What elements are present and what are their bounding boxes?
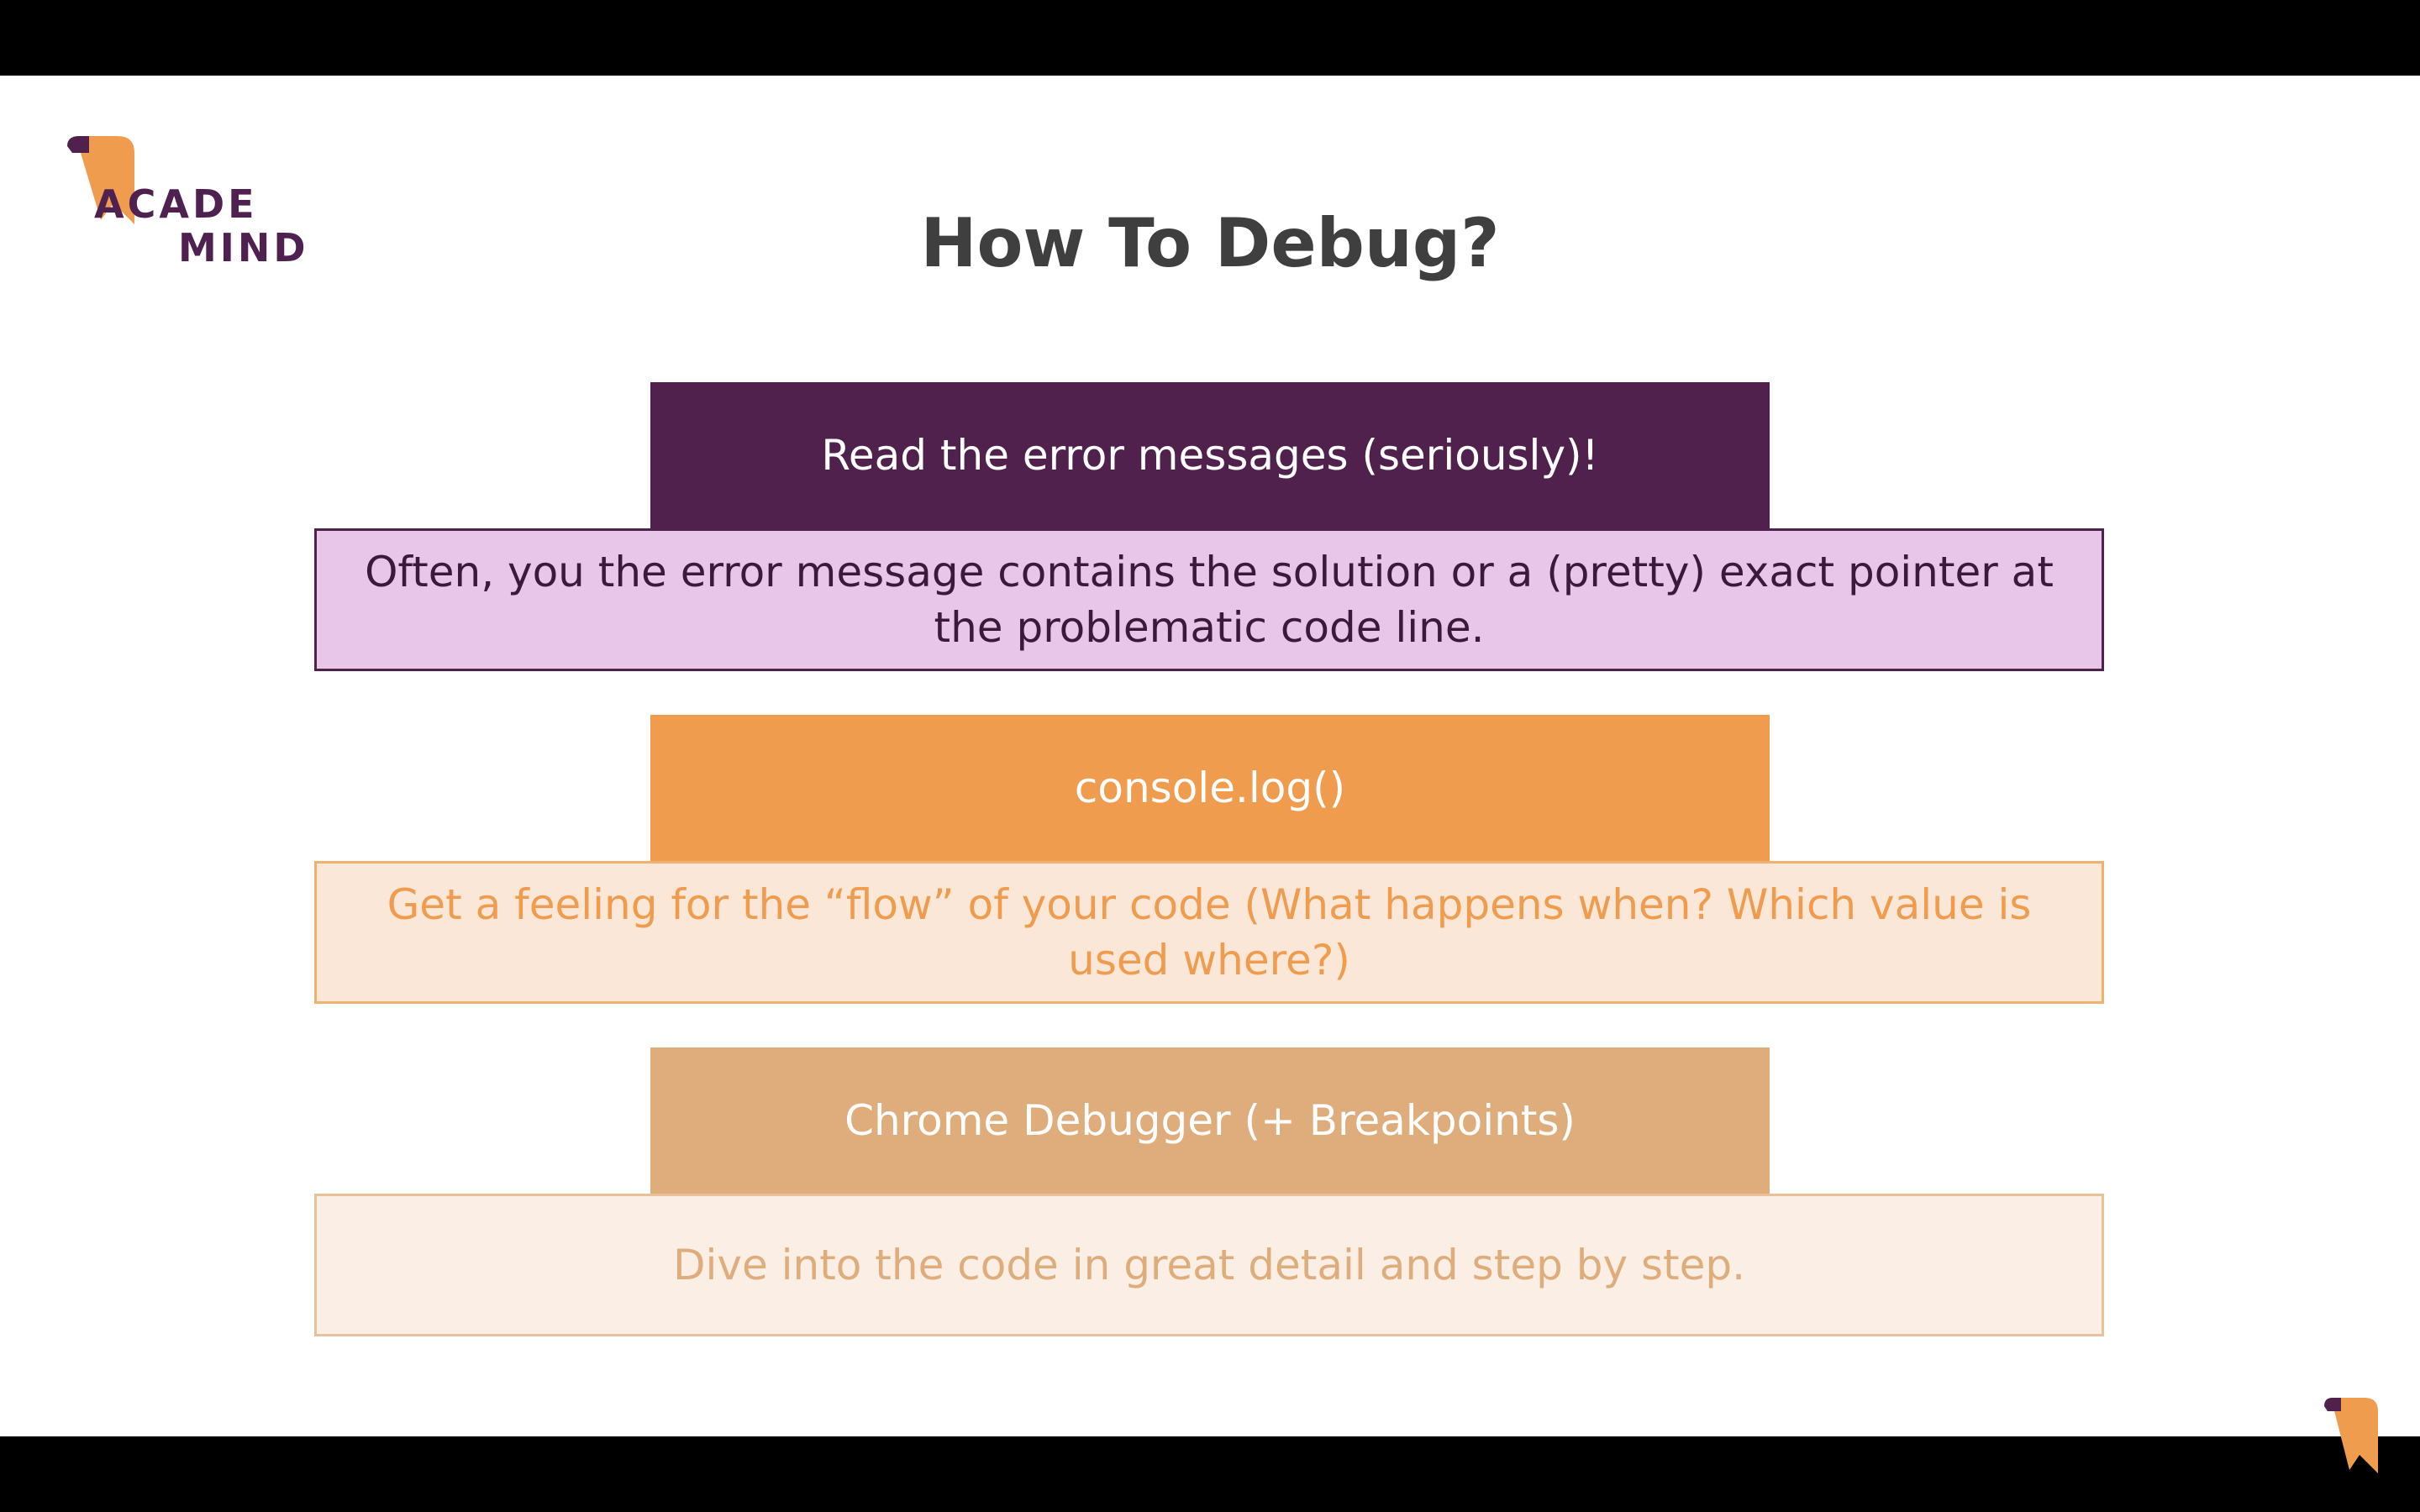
bookmark-icon <box>2324 1398 2378 1473</box>
bookmark-icon <box>67 136 134 224</box>
step-description: Often, you the error message contains th… <box>314 528 2104 671</box>
step-heading: console.log() <box>650 715 1770 861</box>
step-description: Get a feeling for the “flow” of your cod… <box>314 861 2104 1004</box>
presentation-slide: ACADE MIND How To Debug? Read the error … <box>0 76 2420 1436</box>
step-heading: Chrome Debugger (+ Breakpoints) <box>650 1047 1770 1194</box>
logo-text-line1: ACADE <box>94 181 258 227</box>
step-description: Dive into the code in great detail and s… <box>314 1194 2104 1336</box>
logo-text-line2: MIND <box>178 225 309 270</box>
academind-logo: ACADE MIND <box>67 136 319 279</box>
step-heading: Read the error messages (seriously)! <box>650 382 1770 528</box>
slide-title: How To Debug? <box>920 204 1500 282</box>
